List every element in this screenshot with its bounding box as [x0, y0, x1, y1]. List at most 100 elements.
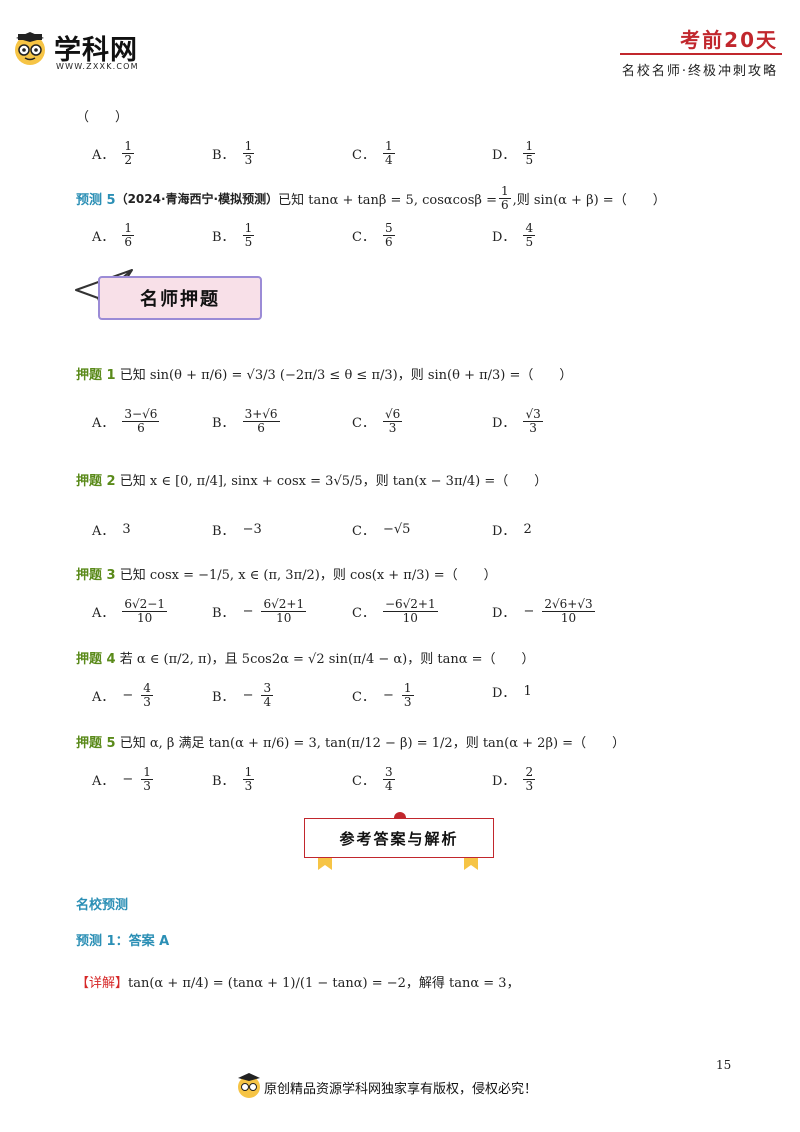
fraction-numerator: 3+√6	[242, 407, 280, 422]
fraction-numerator: 1	[242, 139, 255, 154]
option-value: −3	[242, 522, 262, 537]
predict5-text-a: 已知 tanα + tanβ = 5, cosαcosβ =	[278, 192, 497, 208]
ya4-stem: 押题 4 若 α ∈ (π/2, π)，且 5cos2α = √2 sin(π/…	[76, 648, 535, 667]
predict5-tag: 预测 5	[76, 192, 116, 208]
fraction-denominator: 10	[402, 610, 418, 625]
answers-section-title: 名校预测	[76, 898, 129, 913]
ya2-text: 已知 x ∈ [0, π/4], sinx + cosx = 3√5/5，则 t…	[119, 474, 548, 489]
option-label: C．	[352, 689, 375, 705]
fraction-denominator: 3	[244, 152, 253, 167]
answers-detail: 【详解】 tan(α + π/4) = (tanα + 1)/(1 − tanα…	[76, 972, 520, 991]
option-label: A．	[92, 689, 115, 705]
fraction-denominator: 10	[560, 610, 577, 625]
fraction-numerator: 1	[401, 681, 414, 696]
option-label: C．	[352, 524, 375, 539]
option-sign: −	[523, 603, 535, 619]
fraction-numerator: 6√2−1	[122, 597, 167, 612]
fraction-denominator: 4	[384, 778, 393, 793]
fraction-denominator: 2	[124, 152, 133, 167]
option-label: C．	[352, 229, 375, 245]
fraction-numerator: 1	[122, 221, 135, 236]
option-label: D．	[492, 229, 516, 245]
fraction-numerator: 5	[382, 221, 395, 236]
fraction-denominator: 3	[244, 778, 253, 793]
fraction-denominator: 6	[384, 234, 393, 249]
ya1-tag: 押题 1	[76, 368, 116, 383]
fraction-denominator: 4	[263, 694, 272, 709]
fraction-numerator: 4	[523, 221, 536, 236]
option-label: B．	[212, 147, 235, 163]
fraction-denominator: 5	[525, 234, 534, 249]
option-label: A．	[92, 773, 115, 789]
ya4-tag: 押题 4	[76, 652, 116, 667]
question-tail: （ ）	[76, 110, 129, 125]
ya3-stem: 押题 3 已知 cosx = −1/5, x ∈ (π, 3π/2)，则 cos…	[76, 564, 497, 583]
option-value: −√5	[382, 522, 411, 537]
option-label: D．	[492, 524, 516, 539]
predict5-text-b: ,则 sin(α + β) =（ ）	[512, 192, 666, 208]
fraction-denominator: 3	[143, 694, 151, 709]
option-c: C． −√5	[352, 520, 410, 539]
option-value: 2	[523, 522, 532, 537]
option-label: B．	[212, 229, 235, 245]
fraction-denominator: 6	[124, 234, 133, 249]
logo-url: WWW.ZXXK.COM	[56, 62, 139, 71]
option-label: C．	[352, 415, 375, 431]
fraction-numerator: 2√6+√3	[542, 597, 595, 612]
fraction-numerator: 3	[261, 681, 274, 696]
option-label: A．	[92, 524, 115, 539]
option-value: 1	[523, 684, 532, 699]
fraction-numerator: 1	[141, 765, 153, 780]
option-sign: −	[122, 687, 134, 703]
option-d: D．1	[492, 682, 532, 701]
predict5-frac-num: 1	[498, 184, 511, 199]
predict5-stem: 预测 5 （2024·青海西宁·模拟预测） 已知 tanα + tanβ = 5…	[76, 185, 666, 211]
option-sign: −	[122, 771, 134, 787]
fraction-numerator: 1	[122, 139, 135, 154]
option-value: 3	[122, 522, 131, 537]
option-sign: −	[242, 687, 254, 703]
option-label: A．	[92, 415, 115, 431]
ya4-text: 若 α ∈ (π/2, π)，且 5cos2α = √2 sin(π/4 − α…	[119, 652, 535, 667]
ya3-tag: 押题 3	[76, 568, 116, 583]
fraction-numerator: 3−√6	[122, 407, 160, 422]
ya5-tag: 押题 5	[76, 736, 116, 751]
section-banner: 名师押题	[98, 276, 262, 320]
fraction-denominator: 3	[529, 420, 537, 435]
option-label: C．	[352, 147, 375, 163]
detail-text: tan(α + π/4) = (tanα + 1)/(1 − tanα) = −…	[128, 976, 520, 991]
fraction-numerator: 4	[141, 681, 153, 696]
ya3-text: 已知 cosx = −1/5, x ∈ (π, 3π/2)，则 cos(x + …	[119, 568, 497, 583]
fraction-denominator: 4	[384, 152, 393, 167]
option-label: C．	[352, 773, 375, 789]
predict5-fraction: 1 6	[498, 184, 511, 211]
